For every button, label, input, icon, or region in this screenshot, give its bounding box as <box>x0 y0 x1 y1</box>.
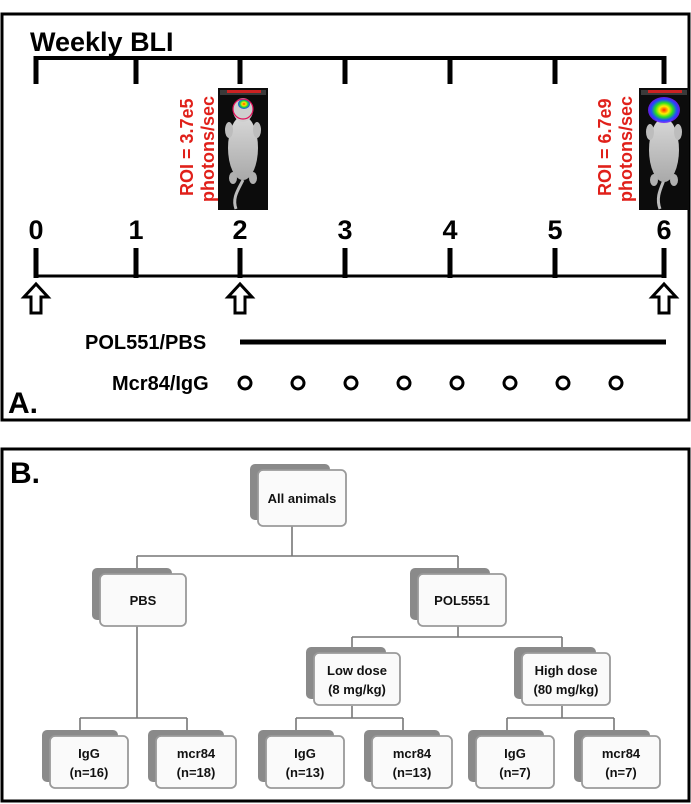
treatment-row-label: POL551/PBS <box>85 332 206 354</box>
tree-leaf-low-igg: IgG (n=13) <box>258 730 345 789</box>
week-label: 6 <box>656 215 671 245</box>
panel-a-label: A. <box>8 387 38 420</box>
tree-node-high-dose: High dose (80 mg/kg) <box>514 647 611 706</box>
weekly-bli-title: Weekly BLI <box>30 27 174 57</box>
tree-leaf-count: (n=13) <box>393 765 432 780</box>
tree-node-sublabel: (80 mg/kg) <box>533 682 598 697</box>
tree-leaf-count: (n=7) <box>499 765 530 780</box>
week-label: 1 <box>128 215 143 245</box>
antibody-dose-marker <box>555 375 571 391</box>
tree-node-label: POL5551 <box>434 593 490 608</box>
week-label: 2 <box>232 215 247 245</box>
antibody-dose-marker <box>237 375 253 391</box>
panel-b: B. All animal <box>0 447 691 803</box>
tree-node-label: Low dose <box>327 663 387 678</box>
tree-node-low-dose: Low dose (8 mg/kg) <box>306 647 401 706</box>
antibody-dose-marker <box>290 375 306 391</box>
antibody-dose-marker <box>608 375 624 391</box>
week-label: 3 <box>337 215 352 245</box>
panel-b-frame <box>0 447 691 803</box>
antibody-dose-marker <box>449 375 465 391</box>
tree-leaf-pbs-mcr84: mcr84 (n=18) <box>148 730 237 789</box>
panel-a-frame <box>0 12 691 422</box>
up-arrow-icon <box>20 281 52 315</box>
panel-a: Weekly BLI ROI = 3.7e5 photons/sec ROI =… <box>0 12 691 422</box>
tree-leaf-pbs-igg: IgG (n=16) <box>42 730 129 789</box>
tree-leaf-label: mcr84 <box>602 746 641 761</box>
tree-node-pol5551: POL5551 <box>410 568 507 627</box>
up-arrow-icon <box>224 281 256 315</box>
tree-node-label: High dose <box>535 663 598 678</box>
tree-node-label: PBS <box>130 593 157 608</box>
tree-leaf-count: (n=16) <box>70 765 109 780</box>
tree-leaf-label: IgG <box>504 746 526 761</box>
tree-leaf-high-mcr84: mcr84 (n=7) <box>574 730 661 789</box>
roi-week6-line2: photons/sec <box>616 96 636 202</box>
tree-leaf-low-mcr84: mcr84 (n=13) <box>364 730 453 789</box>
tree-leaf-label: mcr84 <box>177 746 216 761</box>
tree-leaf-count: (n=18) <box>177 765 216 780</box>
tree-leaf-label: mcr84 <box>393 746 432 761</box>
tree-leaf-count: (n=7) <box>605 765 636 780</box>
antibody-dose-markers <box>237 375 624 391</box>
week-labels: 0 1 2 3 4 5 6 <box>28 215 671 245</box>
tree-leaf-label: IgG <box>78 746 100 761</box>
bli-mouse-image-week6 <box>639 88 689 210</box>
antibody-dose-marker <box>502 375 518 391</box>
up-arrow-icon <box>648 281 680 315</box>
tree-node-label: All animals <box>268 491 337 506</box>
tree-node-sublabel: (8 mg/kg) <box>328 682 386 697</box>
tree-leaf-label: IgG <box>294 746 316 761</box>
roi-week2-line2: photons/sec <box>198 96 218 202</box>
week-timeline <box>33 248 667 278</box>
tree-leaf-high-igg: IgG (n=7) <box>468 730 555 789</box>
bli-mouse-image-week2 <box>218 88 268 210</box>
antibody-dose-marker <box>343 375 359 391</box>
week-label: 5 <box>547 215 562 245</box>
week-label: 4 <box>442 215 457 245</box>
week-label: 0 <box>28 215 43 245</box>
bli-timeline <box>33 56 667 84</box>
antibody-row-label: Mcr84/IgG <box>112 373 209 395</box>
antibody-dose-marker <box>396 375 412 391</box>
panel-b-label: B. <box>10 457 40 490</box>
roi-week2-line1: ROI = 3.7e5 <box>177 98 197 196</box>
tree-connectors <box>79 526 615 730</box>
tree-leaf-count: (n=13) <box>286 765 325 780</box>
tree-node-all-animals: All animals <box>250 464 347 527</box>
tree-node-pbs: PBS <box>92 568 187 627</box>
roi-week6-line1: ROI = 6.7e9 <box>595 98 615 196</box>
